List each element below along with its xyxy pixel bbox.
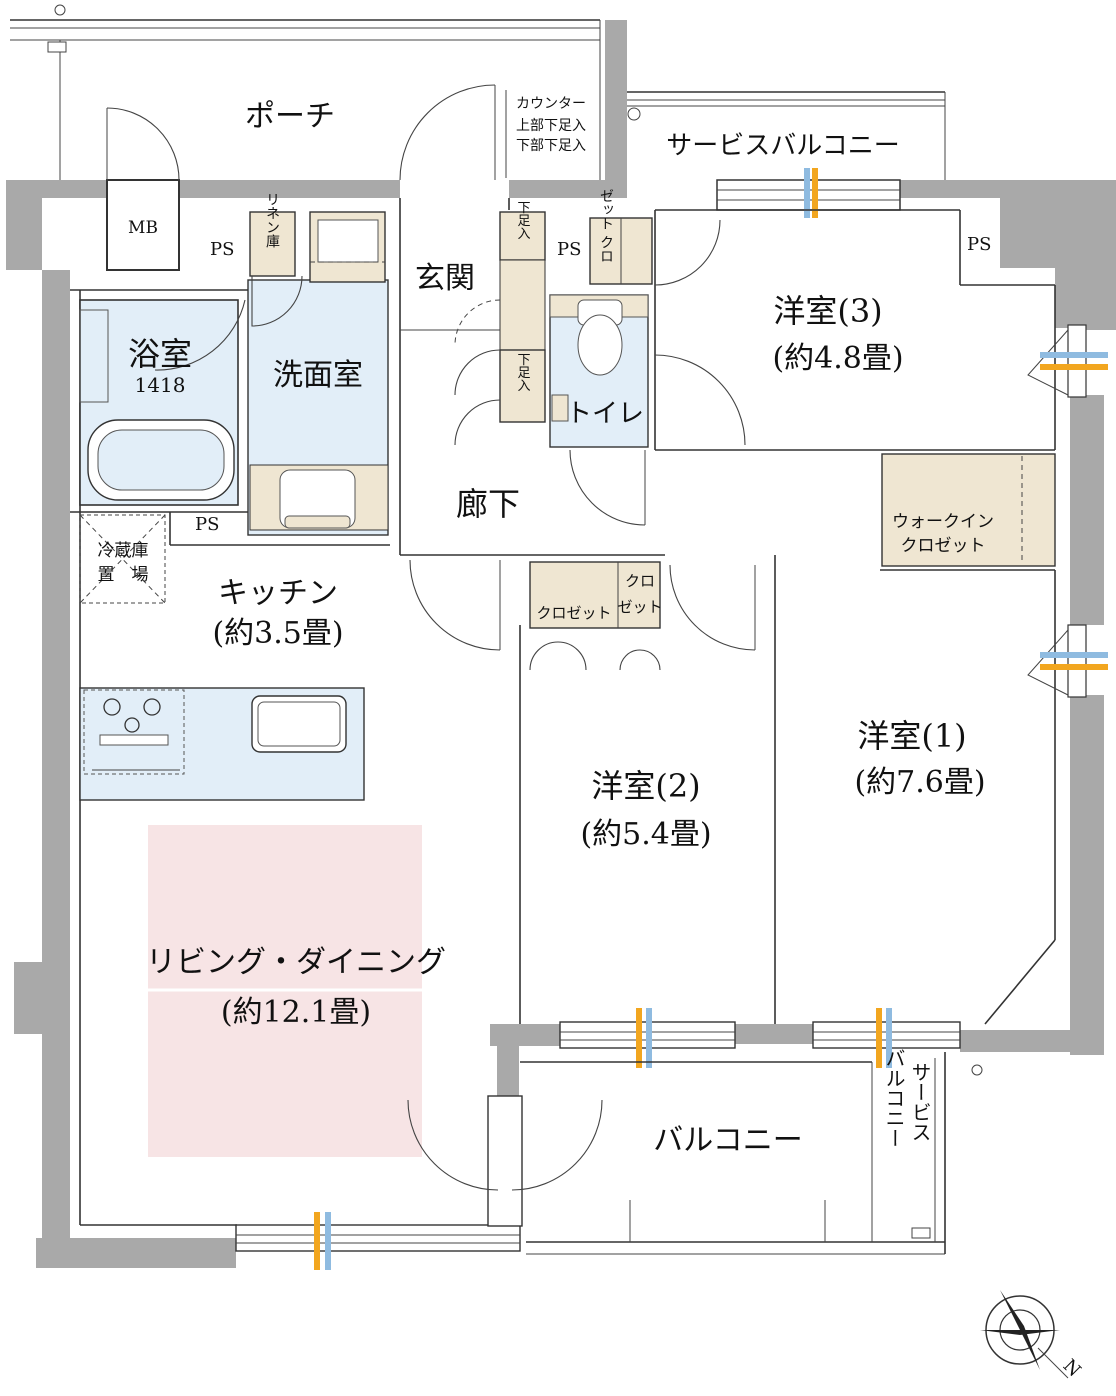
bathroom: 浴室 1418 bbox=[79, 299, 246, 506]
living-dining: リビング・ダイニング (約12.1畳) bbox=[146, 825, 446, 1157]
western3-door bbox=[654, 354, 746, 446]
ld-door bbox=[409, 559, 501, 651]
entrance: 玄関 下足入 下足入 bbox=[399, 84, 546, 446]
washroom: リネン庫 洗面室 bbox=[247, 192, 389, 536]
window-right-upper bbox=[1027, 324, 1108, 398]
service-balcony-top: サービスバルコニー bbox=[627, 91, 946, 180]
ps-label-3: PS bbox=[557, 239, 581, 260]
western1-label: 洋室(1) bbox=[857, 717, 966, 755]
kitchen-counter bbox=[79, 687, 365, 801]
living-size-label: (約12.1畳) bbox=[221, 995, 371, 1030]
western3-size-label: (約4.8畳) bbox=[772, 341, 903, 376]
shoe-upper-label: 下足入 bbox=[515, 201, 531, 240]
kitchen-label: キッチン bbox=[218, 576, 338, 611]
window-living bbox=[235, 1212, 521, 1270]
meter-box: MB bbox=[106, 107, 180, 271]
service-balcony-top-label: サービスバルコニー bbox=[666, 131, 899, 161]
toilet-label: トイレ bbox=[566, 399, 644, 429]
closet-small-label: ゼット クロ bbox=[598, 189, 614, 263]
closet2-label-2: ゼット bbox=[617, 598, 662, 616]
ps-label-2: PS bbox=[195, 514, 219, 535]
walkin-label-1: ウォークイン bbox=[892, 512, 994, 532]
balcony: バルコニー サービス バルコニー bbox=[520, 1048, 983, 1255]
service-balcony-side-1: サービス bbox=[908, 1062, 932, 1142]
closet-label: クロゼット bbox=[536, 604, 611, 622]
toilet-room: トイレ bbox=[549, 294, 649, 526]
window-right-lower bbox=[1027, 624, 1108, 698]
western3-label: 洋室(3) bbox=[773, 292, 882, 330]
kitchen-size-label: (約3.5畳) bbox=[212, 616, 343, 651]
western1-size-label: (約7.6畳) bbox=[854, 765, 985, 800]
compass-north-label: N bbox=[1059, 1355, 1085, 1381]
walkin-label-2: クロゼット bbox=[901, 536, 986, 556]
counter-note-line2: 上部下足入 bbox=[516, 118, 586, 134]
living-balcony-door bbox=[407, 1095, 603, 1227]
corridor-label: 廊下 bbox=[456, 485, 520, 523]
compass-icon: N bbox=[980, 1290, 1085, 1381]
walkin-closet: ウォークイン クロゼット bbox=[881, 453, 1056, 567]
small-closet: ゼット クロ bbox=[589, 189, 721, 286]
fridge-label-1: 冷蔵庫 bbox=[98, 541, 149, 561]
washroom-label: 洗面室 bbox=[273, 358, 363, 393]
porch-area: ポーチ bbox=[10, 4, 601, 180]
western2-size-label: (約5.4畳) bbox=[580, 817, 711, 852]
counter-note-line3: 下部下足入 bbox=[516, 138, 586, 154]
porch-label: ポーチ bbox=[245, 99, 335, 134]
closet2-label-1: クロ bbox=[625, 572, 655, 590]
fridge-label-2: 置 場 bbox=[98, 565, 149, 585]
bath-size-label: 1418 bbox=[135, 373, 186, 397]
linen-label: リネン庫 bbox=[264, 192, 280, 248]
western2-label: 洋室(2) bbox=[591, 767, 700, 805]
entrance-label: 玄関 bbox=[415, 261, 475, 296]
mb-label: MB bbox=[128, 218, 158, 238]
ps-label-1: PS bbox=[210, 239, 234, 260]
window-top bbox=[716, 168, 901, 218]
bath-label: 浴室 bbox=[128, 335, 192, 373]
counter-note-line1: カウンター bbox=[516, 96, 586, 112]
window-western1 bbox=[812, 1008, 961, 1068]
western2-closet: クロゼット クロ ゼット bbox=[529, 561, 756, 671]
exterior-walls bbox=[6, 20, 1116, 1268]
shoe-lower-label: 下足入 bbox=[515, 353, 531, 392]
ps-label-4: PS bbox=[967, 234, 991, 255]
window-western2 bbox=[559, 1008, 736, 1068]
fridge-space: 冷蔵庫 置 場 bbox=[79, 514, 166, 604]
living-label: リビング・ダイニング bbox=[146, 945, 446, 980]
service-balcony-side-2: バルコニー bbox=[882, 1048, 906, 1148]
balcony-label: バルコニー bbox=[653, 1123, 802, 1158]
